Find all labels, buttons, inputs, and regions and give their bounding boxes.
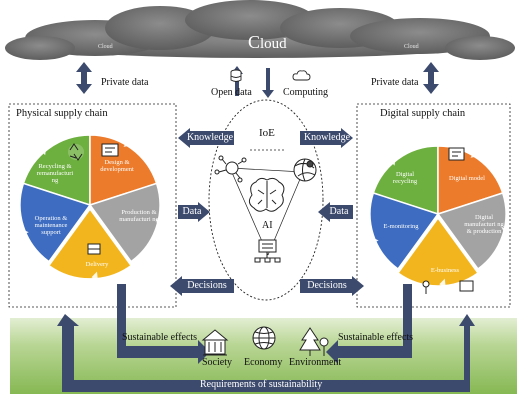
iot-node-icon	[214, 155, 247, 183]
physical-segment-0	[22, 134, 91, 207]
private-data-left-label: Private data	[101, 77, 149, 88]
cloud-label-left: Cloud	[98, 44, 113, 50]
physical-segment-4	[19, 182, 92, 263]
digital-segment-2	[436, 192, 507, 271]
server-icon	[254, 239, 281, 263]
data-arrow-left	[178, 202, 210, 222]
private-data-right-label: Private data	[371, 77, 419, 88]
requirements-label: Requirements of sustainability	[200, 379, 323, 390]
knowledge-left-label: Knowledge	[186, 132, 234, 143]
decisions-arrow-left	[170, 276, 234, 296]
private-data-arrow-left	[76, 62, 92, 94]
cloud-title-initial: C	[248, 32, 261, 52]
decisions-arrow-right	[300, 276, 364, 296]
computing-label: Computing	[283, 87, 329, 98]
data-left-label: Data	[182, 206, 202, 217]
digital-segment-label-0: Digital recycling	[392, 171, 418, 185]
requirements-arrow	[57, 314, 475, 392]
ioe-label: IoE	[259, 127, 275, 139]
digital-frame	[356, 103, 511, 308]
physical-rim-arrow-3	[19, 228, 29, 237]
knowledge-right-label: Knowledge	[303, 132, 351, 143]
sustainable-effects-right-label: Sustainable effects	[338, 332, 414, 343]
e-business-icon	[422, 280, 474, 294]
physical-rim-arrow-1	[155, 218, 166, 226]
physical-rim-arrow-2	[91, 271, 99, 282]
digital-segment-3	[396, 216, 480, 287]
physical-segment-label-2: Production & manufacturi ng	[119, 209, 159, 223]
brain-icon	[248, 177, 285, 212]
digital-segment-label-3: E-business	[430, 267, 460, 274]
digital-rim-arrow-1	[501, 227, 512, 235]
physical-rim-arrow-0	[123, 138, 132, 147]
physical-rim-arrow-4	[38, 147, 47, 156]
digital-rim-arrow-4	[387, 157, 396, 166]
delivery-icon	[87, 243, 101, 255]
physical-segment-label-4: Operation & maintenance support	[34, 215, 68, 236]
economy-icon	[252, 326, 276, 350]
knowledge-arrow-left	[178, 128, 234, 148]
physical-segment-label-3: Delivery	[85, 261, 109, 268]
open-data-label: Open data	[211, 87, 252, 98]
digital-segment-label-4: E-monitoring	[383, 223, 419, 230]
digital-rim-arrow-2	[439, 278, 446, 289]
digital-segment-1	[437, 145, 504, 216]
sustainable-effects-arrow-right	[326, 284, 412, 364]
digital-design-icon	[448, 147, 465, 161]
environment-label: Environment	[289, 357, 342, 368]
cloud-title: Cloud	[248, 33, 287, 52]
digital-segment-0	[372, 145, 439, 216]
design-icon	[101, 143, 119, 157]
database-icon	[230, 69, 242, 82]
digital-segment-4	[369, 192, 440, 271]
digital-segment-label-2: Digital manufacturi ng & production	[464, 214, 504, 235]
data-right-label: Data	[329, 206, 349, 217]
computing-arrow	[262, 68, 274, 98]
sustainable-effects-arrow-left	[117, 284, 210, 364]
digital-rim-arrow-3	[369, 237, 379, 245]
physical-segment-label-1: Design & development	[100, 159, 134, 173]
decisions-left-label: Decisions	[187, 280, 227, 291]
recycle-icon	[68, 143, 84, 161]
physical-segment-label-0: Recycling & remanufacturi ng	[36, 163, 74, 184]
cloud-shape	[5, 0, 515, 60]
data-arrow-right	[318, 202, 353, 222]
society-icon	[201, 329, 229, 356]
sustainable-effects-left-label: Sustainable effects	[122, 332, 198, 343]
cloud-label-right: Cloud	[404, 44, 419, 50]
cloud-small-icon	[292, 70, 311, 81]
environment-icon	[299, 327, 329, 356]
digital-supply-chain-pie	[369, 145, 512, 289]
knowledge-arrow-right	[300, 128, 353, 148]
decisions-right-label: Decisions	[307, 280, 347, 291]
globe-icon	[293, 158, 317, 182]
physical-title: Physical supply chain	[16, 108, 108, 119]
digital-title: Digital supply chain	[380, 108, 466, 119]
physical-frame	[8, 103, 177, 308]
economy-label: Economy	[244, 357, 283, 368]
digital-segment-label-1: Digital model	[449, 175, 485, 182]
private-data-arrow-right	[423, 62, 439, 94]
physical-segment-2	[88, 182, 161, 263]
digital-rim-arrow-0	[470, 149, 479, 158]
society-label: Society	[202, 357, 232, 368]
ioe-ellipse	[208, 99, 324, 301]
cloud-title-rest: loud	[260, 36, 287, 52]
ai-label: AI	[262, 220, 273, 231]
